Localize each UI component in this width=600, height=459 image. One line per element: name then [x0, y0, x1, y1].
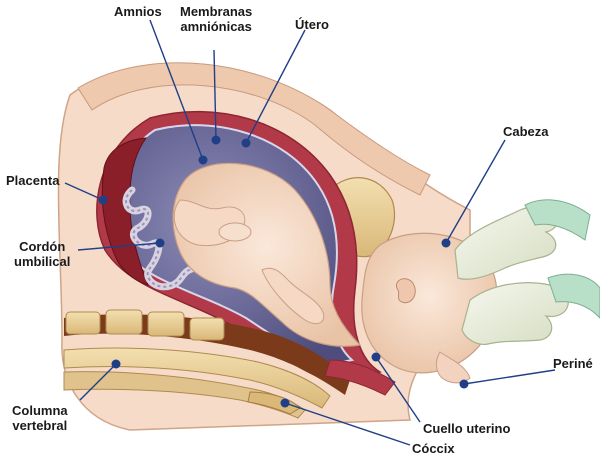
glove-upper-cuff [524, 199, 591, 241]
label-coccix: Cóccix [412, 441, 455, 456]
label-cuello-uterino: Cuello uterino [423, 421, 511, 436]
label-placenta: Placenta [6, 173, 60, 188]
columna-dot [111, 359, 121, 369]
perine-dot [459, 379, 469, 389]
glove-upper [454, 205, 559, 280]
utero-dot [241, 138, 251, 148]
label-columna-line2: vertebral [12, 418, 68, 433]
cuello-dot [371, 352, 381, 362]
label-perine: Periné [553, 356, 593, 371]
label-utero: Útero [295, 17, 329, 32]
amnios-dot [198, 155, 208, 165]
glove-lower [461, 282, 569, 345]
coccix-dot [280, 398, 290, 408]
fetus-face [435, 351, 471, 384]
cervix [324, 359, 396, 396]
label-amnios: Amnios [114, 4, 162, 19]
fetus-foot [218, 222, 252, 242]
label-cordon-umbilical: Cordón umbilical [14, 239, 70, 269]
glove-lower-cuff [547, 273, 600, 319]
abdominal-wall [77, 62, 431, 196]
label-columna-line1: Columna [12, 403, 68, 418]
label-membranas-line1: Membranas [180, 4, 253, 19]
membranas-dot [211, 135, 221, 145]
vertebral-column [63, 309, 350, 419]
label-membranas-amnioticas: Membranas amniónicas [180, 4, 252, 34]
placenta [101, 137, 149, 286]
leader-dots [98, 135, 469, 408]
leader-lines [64, 19, 556, 446]
label-cordon-line2: umbilical [14, 254, 71, 269]
coccyx [247, 391, 301, 415]
fetus-ear [396, 278, 416, 304]
label-cabeza: Cabeza [503, 124, 549, 139]
label-cordon-line1: Cordón [19, 239, 66, 254]
label-columna-vertebral: Columna vertebral [12, 403, 68, 433]
label-membranas-line2: amniónicas [180, 19, 252, 34]
placenta-dot [98, 195, 108, 205]
cabeza-dot [441, 238, 451, 248]
fetus-arm [261, 267, 325, 325]
cordon-dot [155, 238, 165, 248]
